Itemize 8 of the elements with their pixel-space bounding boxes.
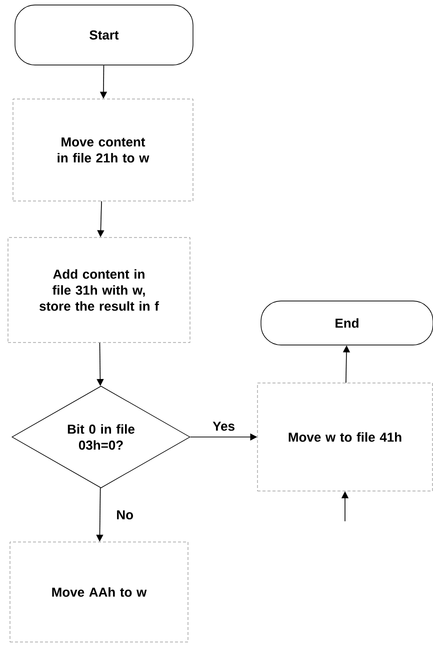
process-box: Add content in file 31h with w, store the result in f (8, 237, 190, 343)
edge-label: No (114, 508, 136, 522)
process-box: Move AAh to w (10, 542, 188, 642)
edge-label: Yes (210, 420, 237, 433)
terminal-box: Start (14, 4, 194, 66)
terminal-box: End (260, 300, 433, 346)
process-box: Move content in file 21h to w (12, 98, 194, 202)
process-box: Move w to file 41h (257, 382, 433, 492)
